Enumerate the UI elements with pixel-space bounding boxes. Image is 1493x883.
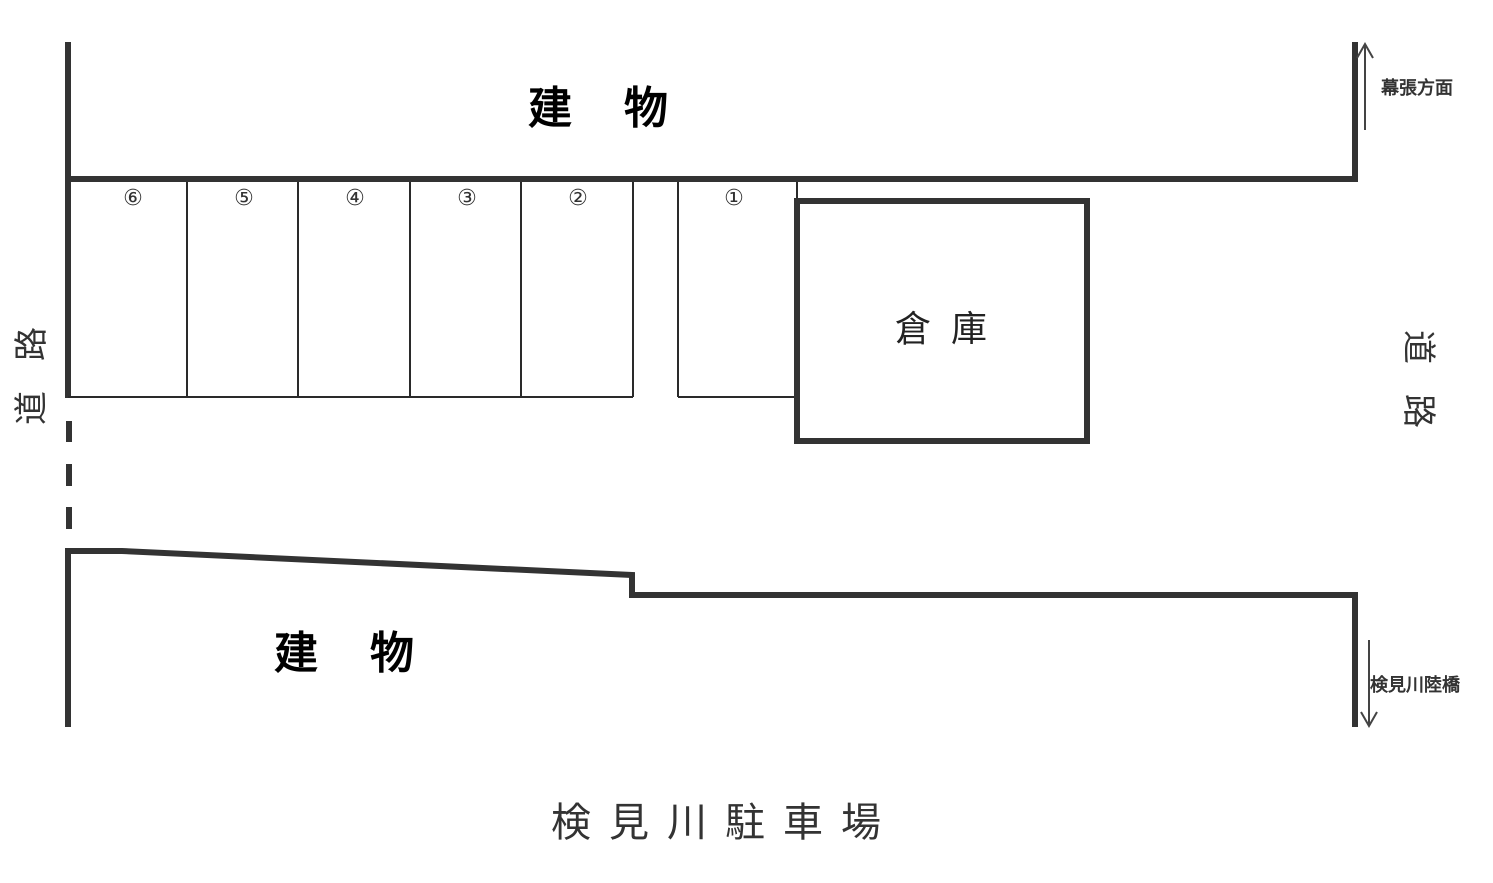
parking-spot-5[interactable]: ⑤ — [234, 186, 254, 211]
parking-spot-4[interactable]: ④ — [345, 186, 365, 211]
warehouse-box — [794, 198, 1090, 444]
left-road-label: 道路 — [12, 297, 52, 425]
top-building-wall — [65, 42, 1358, 398]
bottom-building-label: 建物 — [274, 628, 466, 679]
parking-spot-3[interactable]: ③ — [457, 186, 477, 211]
direction-makuhari-label: 幕張方面 — [1381, 78, 1453, 99]
parking-spot-6[interactable]: ⑥ — [123, 186, 143, 211]
arrow-down-icon — [1360, 640, 1378, 729]
bottom-building-wall — [65, 548, 1358, 727]
warehouse-label: 倉庫 — [895, 309, 1008, 350]
parking-spot-2[interactable]: ② — [568, 186, 588, 211]
page-title: 検見川駐車場 — [551, 800, 899, 846]
direction-kemigawa-overpass-label: 検見川陸橋 — [1370, 675, 1460, 696]
arrow-up-icon — [1356, 41, 1374, 130]
parking-spot-lines — [68, 182, 798, 398]
right-road-label: 道路 — [1398, 330, 1438, 458]
top-building-label: 建物 — [528, 83, 720, 134]
parking-spot-1[interactable]: ① — [724, 186, 744, 211]
